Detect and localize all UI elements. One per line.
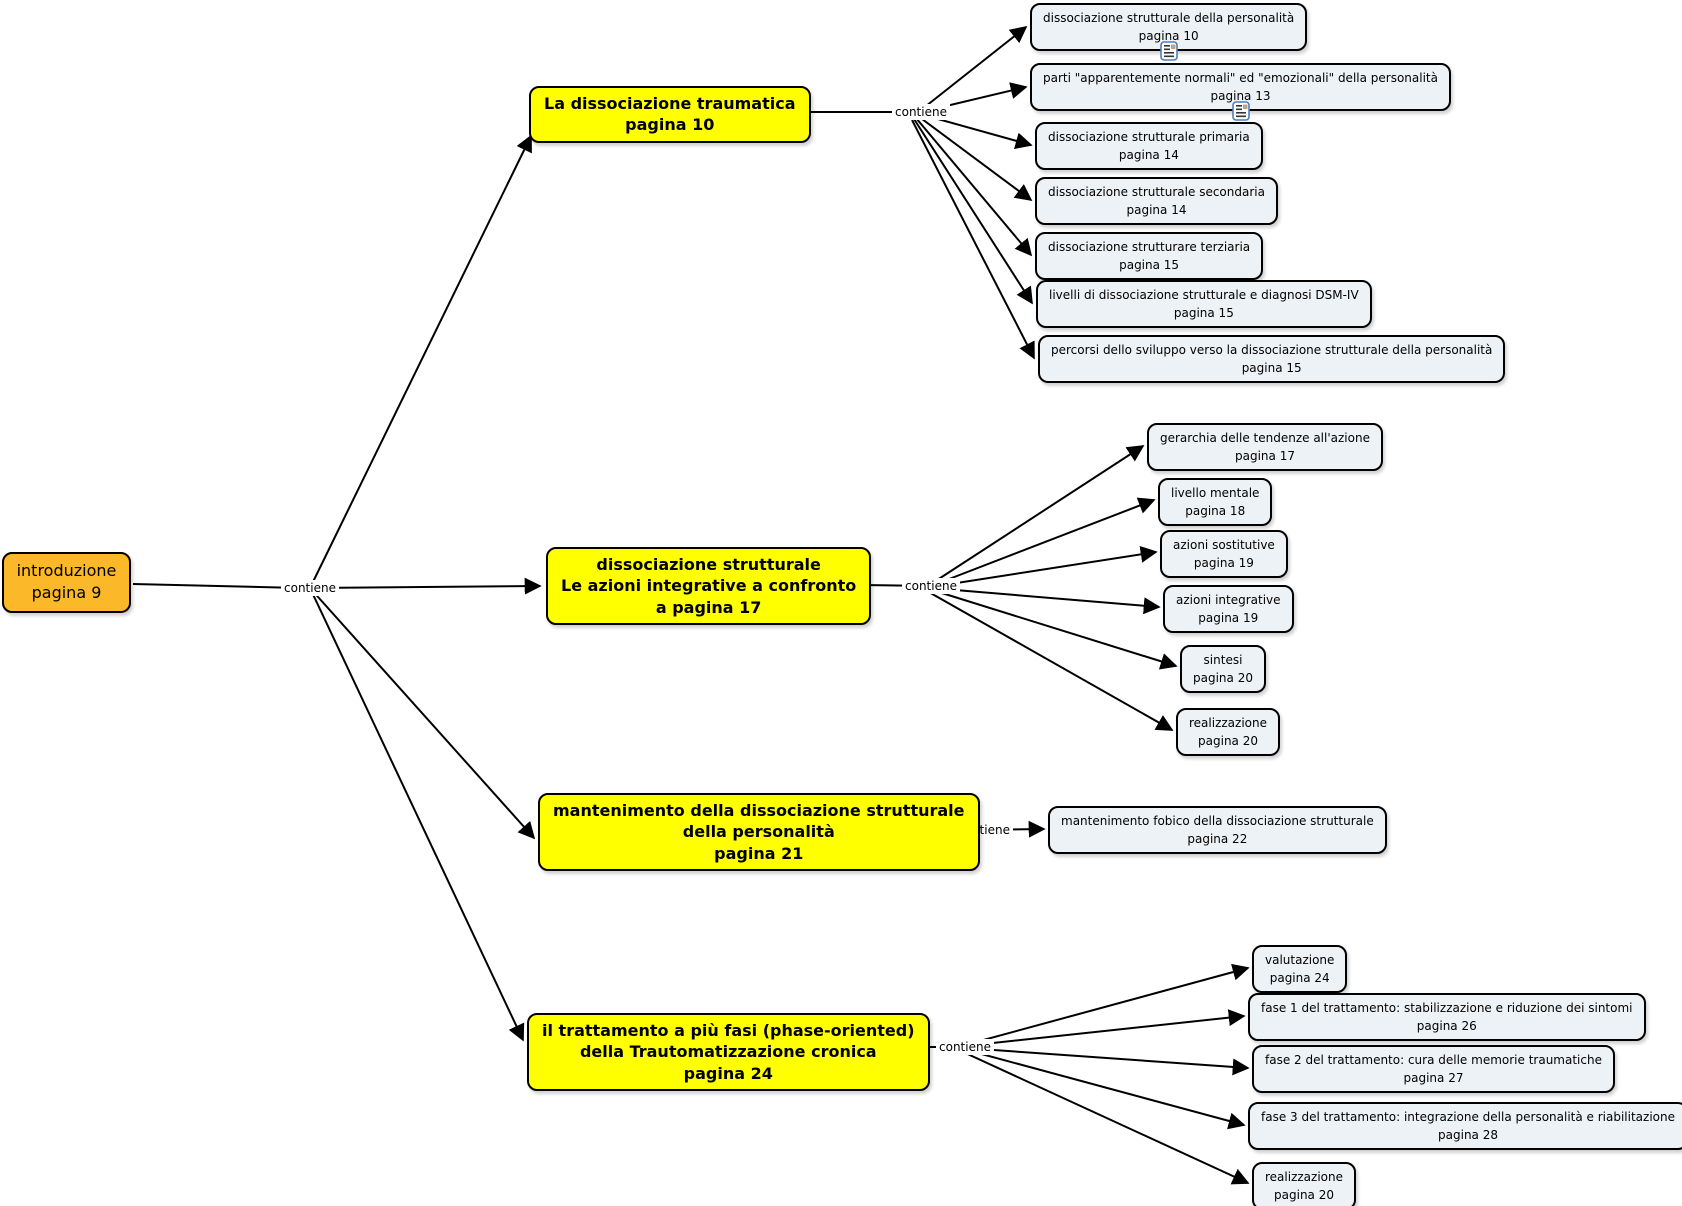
node-text-line: fase 3 del trattamento: integrazione del… (1261, 1110, 1675, 1124)
node-text-line: della Trautomatizzazione cronica (579, 1042, 877, 1062)
node-text-line: realizzazione (1189, 716, 1267, 730)
link-label-contiene-group2[interactable]: contiene (902, 578, 960, 594)
node-text-line: pagina 13 (1210, 89, 1271, 103)
node-text-line: pagina 28 (1438, 1128, 1498, 1142)
node-text-line: a pagina 17 (655, 597, 762, 617)
node-text-line: pagina 15 (1119, 258, 1180, 272)
node-text-line: introduzione (16, 561, 117, 580)
node-text-line: azioni sostitutive (1173, 538, 1275, 552)
concept-valutazione[interactable]: valutazione pagina 24 (1252, 945, 1348, 993)
node-text-line: pagina 14 (1118, 148, 1179, 162)
concept-sintesi[interactable]: sintesi pagina 20 (1180, 645, 1266, 693)
node-text-line: livello mentale (1171, 486, 1260, 500)
concept-mantenimento-fobico[interactable]: mantenimento fobico della dissociazione … (1048, 806, 1387, 854)
node-text-line: parti "apparentemente normali" ed "emozi… (1043, 71, 1438, 85)
node-text-line: pagina 24 (1269, 971, 1330, 985)
node-text-line: livelli di dissociazione strutturale e d… (1049, 288, 1359, 302)
concept-percorsi-sviluppo[interactable]: percorsi dello sviluppo verso la dissoci… (1038, 335, 1506, 383)
node-text-line: pagina 15 (1173, 306, 1234, 320)
node-text-line: pagina 20 (1274, 1188, 1334, 1202)
node-text-line: pagina 21 (714, 843, 804, 863)
node-text-line: pagina 20 (1198, 734, 1258, 748)
concept-dissociazione-strutturale-personalita[interactable]: dissociazione strutturale della personal… (1030, 3, 1308, 61)
concept-azioni-integrative[interactable]: azioni integrative pagina 19 (1163, 585, 1294, 633)
node-text-line: pagina 9 (31, 583, 102, 603)
node-text-line: Le azioni integrative a confronto (561, 576, 857, 596)
node-text-line: pagina 15 (1241, 361, 1302, 375)
concept-azioni-sostitutive[interactable]: azioni sostitutive pagina 19 (1160, 530, 1288, 578)
node-text-line: valutazione (1265, 953, 1335, 967)
link-label-contiene-group4[interactable]: contiene (936, 1039, 994, 1055)
concept-fase-2-trattamento[interactable]: fase 2 del trattamento: cura delle memor… (1252, 1045, 1615, 1093)
node-text-line: pagina 19 (1193, 556, 1254, 570)
topic-dissociazione-traumatica[interactable]: La dissociazione traumatica pagina 10 (529, 86, 811, 143)
node-text-line: mantenimento fobico della dissociazione … (1061, 814, 1374, 828)
node-text-line: pagina 27 (1403, 1071, 1464, 1085)
node-text-line: realizzazione (1265, 1170, 1343, 1184)
node-text-line: della personalità (682, 822, 835, 842)
node-text-line: mantenimento della dissociazione struttu… (553, 801, 965, 820)
concept-realizzazione-trattamento[interactable]: realizzazione pagina 20 (1252, 1162, 1356, 1206)
node-text-line: dissociazione strutturale (596, 555, 821, 574)
topic-dissociazione-strutturale[interactable]: dissociazione strutturale Le azioni inte… (546, 547, 872, 625)
node-text-line: pagina 19 (1198, 611, 1259, 625)
node-text-line: dissociazione strutturare terziaria (1048, 240, 1251, 254)
concept-livello-mentale[interactable]: livello mentale pagina 18 (1158, 478, 1273, 526)
node-text-line: pagina 14 (1126, 203, 1187, 217)
node-text-line: percorsi dello sviluppo verso la dissoci… (1051, 343, 1493, 357)
node-text-line: fase 1 del trattamento: stabilizzazione … (1261, 1001, 1633, 1015)
resource-link-icon[interactable] (1159, 41, 1178, 61)
node-text-line: sintesi (1203, 653, 1243, 667)
node-text-line: il trattamento a più fasi (phase-oriente… (542, 1021, 915, 1040)
node-text-line: pagina 18 (1185, 504, 1246, 518)
connectors (132, 25, 1250, 1185)
concept-fase-1-trattamento[interactable]: fase 1 del trattamento: stabilizzazione … (1248, 993, 1646, 1041)
node-text-line: pagina 20 (1193, 671, 1253, 685)
link-label-contiene-group1[interactable]: contiene (892, 104, 950, 120)
concept-fase-3-trattamento[interactable]: fase 3 del trattamento: integrazione del… (1248, 1102, 1682, 1150)
topic-trattamento-piu-fasi[interactable]: il trattamento a più fasi (phase-oriente… (527, 1013, 930, 1091)
link-label-contiene-root[interactable]: contiene (281, 580, 339, 596)
node-text-line: dissociazione strutturale della personal… (1043, 11, 1295, 25)
node-text-line: dissociazione strutturale secondaria (1048, 185, 1265, 199)
node-text-line: pagina 10 (625, 115, 715, 135)
topic-mantenimento-dissociazione[interactable]: mantenimento della dissociazione struttu… (538, 793, 980, 871)
concept-parti-normali-emozionali[interactable]: parti "apparentemente normali" ed "emozi… (1030, 63, 1451, 121)
concept-livelli-diagnosi-dsm-iv[interactable]: livelli di dissociazione strutturale e d… (1036, 280, 1372, 328)
concept-realizzazione[interactable]: realizzazione pagina 20 (1176, 708, 1280, 756)
node-text-line: gerarchia delle tendenze all'azione (1160, 431, 1370, 445)
node-text-line: pagina 10 (1138, 29, 1199, 43)
concept-dissociazione-terziaria[interactable]: dissociazione strutturare terziaria pagi… (1035, 232, 1264, 280)
node-text-line: fase 2 del trattamento: cura delle memor… (1265, 1053, 1602, 1067)
node-text-line: dissociazione strutturale primaria (1048, 130, 1250, 144)
node-text-line: La dissociazione traumatica (544, 94, 796, 113)
node-text-line: pagina 24 (683, 1063, 773, 1083)
concept-introduzione[interactable]: introduzione pagina 9 (2, 552, 131, 613)
node-text-line: pagina 17 (1235, 449, 1295, 463)
concept-dissociazione-secondaria[interactable]: dissociazione strutturale secondaria pag… (1035, 177, 1278, 225)
node-text-line: azioni integrative (1176, 593, 1281, 607)
concept-dissociazione-primaria[interactable]: dissociazione strutturale primaria pagin… (1035, 122, 1263, 170)
resource-link-icon[interactable] (1231, 101, 1250, 121)
node-text-line: pagina 22 (1187, 832, 1248, 846)
node-text-line: pagina 26 (1416, 1019, 1477, 1033)
concept-gerarchia-tendenze[interactable]: gerarchia delle tendenze all'azione pagi… (1147, 423, 1383, 471)
